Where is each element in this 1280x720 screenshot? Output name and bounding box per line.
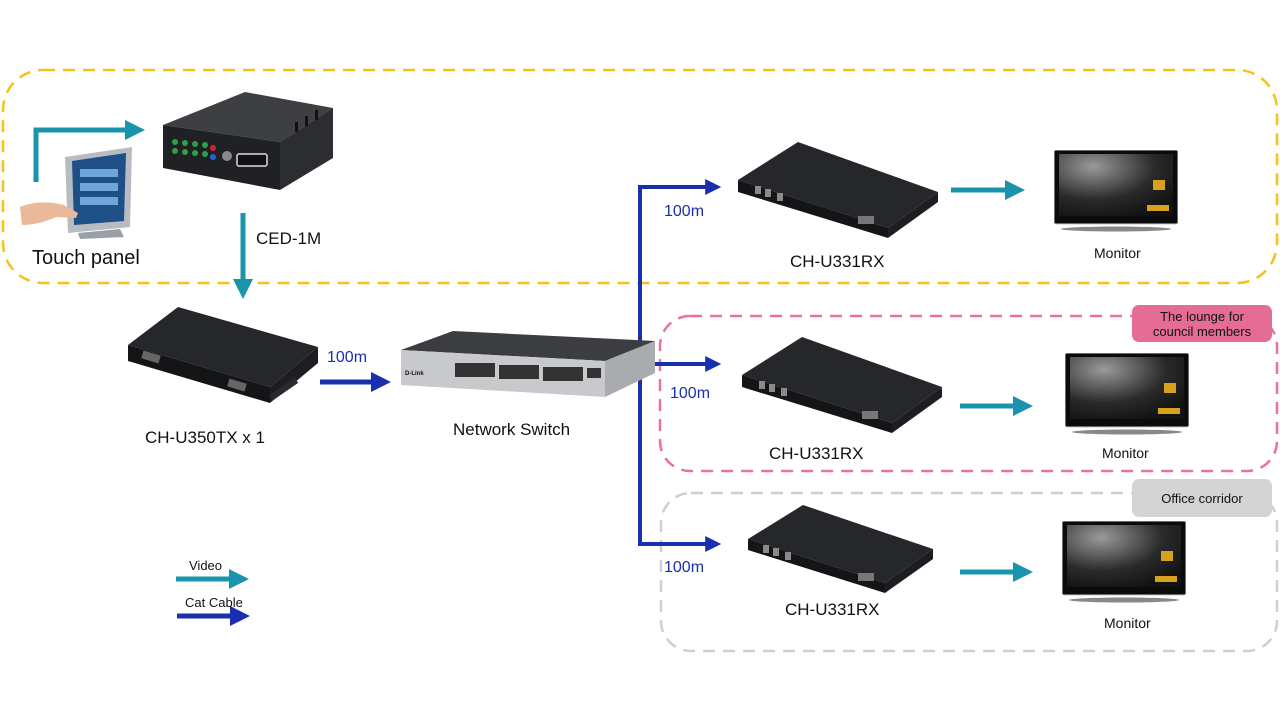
switch-to-rx1-arrow <box>638 179 722 360</box>
monitor-device-3 <box>1061 520 1187 603</box>
touch-panel-label: Touch panel <box>32 247 140 269</box>
control-box-device <box>155 90 335 200</box>
zone-corridor-outline <box>659 491 1279 653</box>
transmitter-label: CH-U350TX x 1 <box>145 428 265 447</box>
legend-cat-label: Cat Cable <box>185 595 243 610</box>
monitor-label-2: Monitor <box>1102 445 1149 461</box>
zone-lounge-badge-line2: council members <box>1152 323 1252 339</box>
monitor-device-2 <box>1064 352 1190 435</box>
monitor-label-1: Monitor <box>1094 245 1141 261</box>
monitor-label-3: Monitor <box>1104 615 1151 631</box>
receiver-label-1: CH-U331RX <box>790 252 885 271</box>
receiver-label-3: CH-U331RX <box>785 600 880 619</box>
zone-corridor-badge: Office corridor <box>1132 479 1272 517</box>
receiver-device-2 <box>737 335 947 435</box>
control-cable-label: CED-1M <box>256 229 322 248</box>
touch-to-controller-arrow <box>33 120 145 182</box>
transmitter-device <box>120 305 320 410</box>
rx2-distance-label: 100m <box>670 385 711 402</box>
rx1-distance-label: 100m <box>664 203 705 220</box>
receiver-device-1 <box>733 140 943 240</box>
monitor-device-1 <box>1053 149 1179 232</box>
switch-to-rx3-arrow <box>638 366 722 552</box>
legend-video-label: Video <box>189 558 223 573</box>
zone-lounge-badge-line1: The lounge for <box>1160 308 1244 324</box>
tx-distance-label: 100m <box>327 349 368 366</box>
touch-panel-device <box>20 145 135 240</box>
switch-brand: D-Link <box>405 371 424 377</box>
receiver-label-2: CH-U331RX <box>769 444 864 463</box>
zone-lounge-outline <box>658 314 1279 473</box>
network-switch-label: Network Switch <box>453 420 571 439</box>
receiver-device-3 <box>743 503 938 595</box>
zone-lounge-badge: The lounge for council members <box>1132 305 1272 342</box>
zone-corridor-badge-label: Office corridor <box>1161 490 1243 506</box>
network-switch-device: D-Link <box>393 325 658 400</box>
rx3-distance-label: 100m <box>664 559 705 576</box>
